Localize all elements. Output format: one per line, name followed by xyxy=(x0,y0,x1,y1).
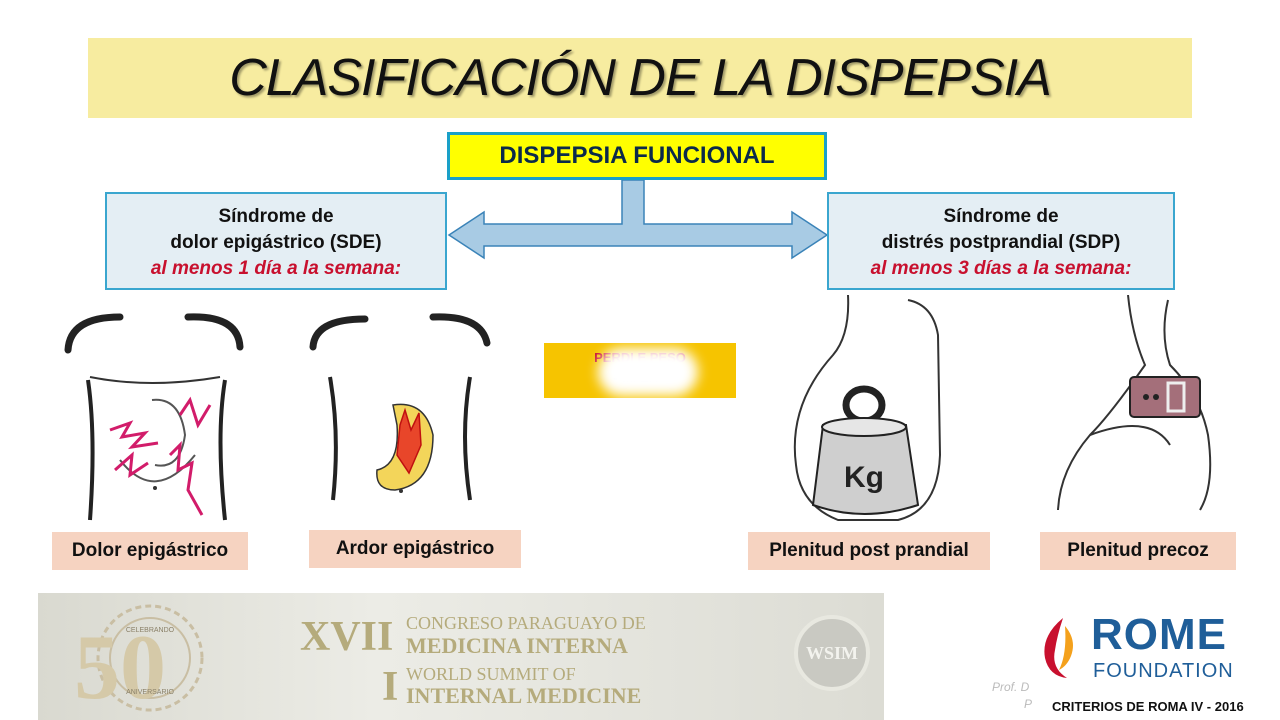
congress-line1: CONGRESO PARAGUAYO DE xyxy=(406,613,646,633)
congress-banner: 50 CELEBRANDO ANIVERSARIO XVII CONGRESO … xyxy=(38,593,884,720)
kg-label: Kg xyxy=(844,461,884,494)
sdp-frequency: al menos 3 días a la semana: xyxy=(870,258,1132,279)
anniversary-seal-icon: 50 CELEBRANDO ANIVERSARIO xyxy=(74,604,204,716)
sdp-line2: distrés postprandial (SDP) xyxy=(881,232,1121,253)
wsim-logo-icon: WSIM xyxy=(794,615,870,691)
stomach-belt-illustration xyxy=(1057,295,1212,511)
seal-top-text: CELEBRANDO xyxy=(126,627,175,634)
congress-line3: WORLD SUMMIT OF xyxy=(406,664,576,684)
congress-line4: INTERNAL MEDICINE xyxy=(406,683,642,708)
label-ardor: Ardor epigástrico xyxy=(309,530,521,568)
rome-sub: FOUNDATION xyxy=(1093,660,1234,682)
slide-title: CLASIFICACIÓN DE LA DISPEPSIA xyxy=(229,49,1052,107)
dispepsia-funcional-box: DISPEPSIA FUNCIONAL xyxy=(447,132,827,180)
title-banner: CLASIFICACIÓN DE LA DISPEPSIA xyxy=(88,38,1192,118)
presenter-line2: P xyxy=(1024,697,1033,711)
seal-bottom-text: ANIVERSARIO xyxy=(126,689,174,696)
presenter-line1: Prof. D xyxy=(992,680,1030,694)
abdominal-pain-illustration xyxy=(64,313,244,521)
double-arrow-connector xyxy=(447,180,829,260)
anniversary-number: 50 xyxy=(74,616,166,716)
sde-line2: dolor epigástrico (SDE) xyxy=(170,232,382,253)
sde-line1: Síndrome de xyxy=(218,206,334,227)
arrow-shape xyxy=(447,180,829,260)
sde-box: Síndrome de dolor epigástrico (SDE) al m… xyxy=(105,192,447,290)
sde-frequency: al menos 1 día a la semana: xyxy=(150,258,402,279)
blur-overlay xyxy=(598,348,698,396)
wsim-text: WSIM xyxy=(806,643,858,663)
epigastric-burning-illustration xyxy=(309,313,491,501)
rome-name: ROME xyxy=(1091,610,1227,659)
rome-flame-icon xyxy=(1044,618,1073,678)
stomach-weight-illustration: Kg xyxy=(793,295,942,521)
sdp-box: Síndrome de distrés postprandial (SDP) a… xyxy=(827,192,1175,290)
rome-foundation-logo: ROME FOUNDATION xyxy=(1033,610,1263,692)
summit-number: I xyxy=(382,664,399,710)
label-dolor: Dolor epigástrico xyxy=(52,532,248,570)
label-plenitud-precoz: Plenitud precoz xyxy=(1040,532,1236,570)
congress-number: XVII xyxy=(300,614,394,660)
rome-criteria-caption: CRITERIOS DE ROMA IV - 2016 xyxy=(1046,696,1280,720)
label-plenitud-post: Plenitud post prandial xyxy=(748,532,990,570)
congress-line2: MEDICINA INTERNA xyxy=(406,633,628,658)
sdp-line1: Síndrome de xyxy=(943,206,1059,227)
